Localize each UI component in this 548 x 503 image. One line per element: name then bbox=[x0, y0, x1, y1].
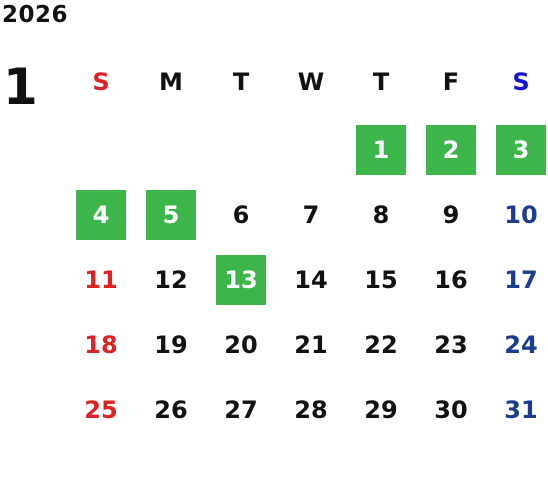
year-label: 2026 bbox=[2, 2, 69, 28]
day-cell[interactable]: 31 bbox=[504, 396, 538, 424]
day-cell[interactable]: 25 bbox=[84, 396, 118, 424]
day-cell[interactable]: 24 bbox=[504, 331, 538, 359]
day-cell[interactable]: 19 bbox=[154, 331, 188, 359]
day-cell[interactable]: 29 bbox=[364, 396, 398, 424]
day-cell[interactable]: 18 bbox=[84, 331, 118, 359]
day-cell-holiday[interactable]: 3 bbox=[496, 125, 546, 175]
weekday-label: M bbox=[159, 68, 183, 96]
day-cell[interactable]: 14 bbox=[294, 266, 328, 294]
weekday-label: W bbox=[297, 68, 325, 96]
day-cell[interactable]: 21 bbox=[294, 331, 328, 359]
day-cell-holiday[interactable]: 4 bbox=[76, 190, 126, 240]
day-cell[interactable]: 28 bbox=[294, 396, 328, 424]
weekday-label: T bbox=[232, 68, 250, 96]
day-cell-holiday[interactable]: 13 bbox=[216, 255, 266, 305]
day-cell-holiday[interactable]: 1 bbox=[356, 125, 406, 175]
weekday-label: S bbox=[512, 68, 530, 96]
day-cell[interactable]: 22 bbox=[364, 331, 398, 359]
day-cell[interactable]: 16 bbox=[434, 266, 468, 294]
day-cell[interactable]: 9 bbox=[442, 201, 460, 229]
month-number: 1 bbox=[3, 58, 38, 116]
day-cell[interactable]: 10 bbox=[504, 201, 538, 229]
day-cell[interactable]: 6 bbox=[232, 201, 250, 229]
day-cell[interactable]: 12 bbox=[154, 266, 188, 294]
day-cell[interactable]: 15 bbox=[364, 266, 398, 294]
day-cell[interactable]: 17 bbox=[504, 266, 538, 294]
weekday-label: T bbox=[372, 68, 390, 96]
day-cell[interactable]: 11 bbox=[84, 266, 118, 294]
day-cell-holiday[interactable]: 2 bbox=[426, 125, 476, 175]
weekday-label: F bbox=[442, 68, 460, 96]
day-cell[interactable]: 26 bbox=[154, 396, 188, 424]
day-cell-holiday[interactable]: 5 bbox=[146, 190, 196, 240]
weekday-label: S bbox=[92, 68, 110, 96]
day-cell[interactable]: 7 bbox=[302, 201, 320, 229]
day-cell[interactable]: 8 bbox=[372, 201, 390, 229]
day-cell[interactable]: 20 bbox=[224, 331, 258, 359]
day-cell[interactable]: 30 bbox=[434, 396, 468, 424]
day-cell[interactable]: 27 bbox=[224, 396, 258, 424]
day-cell[interactable]: 23 bbox=[434, 331, 468, 359]
